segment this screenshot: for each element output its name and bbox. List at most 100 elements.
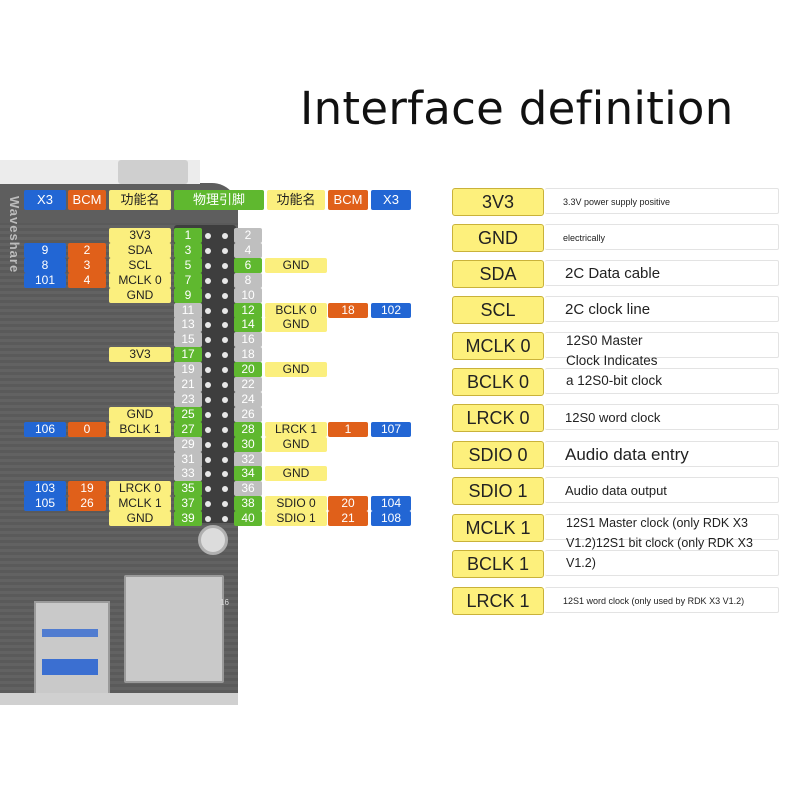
pin-function: 3V3 <box>109 228 171 243</box>
pin-function: LRCK 1 <box>265 421 327 437</box>
legend-signal-name: SDA <box>452 260 544 288</box>
pin-dot <box>222 262 228 269</box>
physical-pin: 17 <box>174 347 202 363</box>
brand-label: Waveshare <box>7 196 22 274</box>
legend-description: 2C clock line <box>545 296 779 322</box>
physical-pin: 36 <box>234 481 262 497</box>
legend-signal-name: MCLK 1 <box>452 514 544 542</box>
legend-signal-name: BCLK 0 <box>452 368 544 396</box>
physical-pin: 24 <box>234 391 262 407</box>
pin-dot <box>205 292 211 299</box>
pin-dot <box>205 247 211 254</box>
x3-number: 107 <box>371 421 411 437</box>
physical-pin: 28 <box>234 421 262 437</box>
x3-number: 8 <box>24 257 66 273</box>
pin-function: GND <box>265 436 327 452</box>
pin-dot <box>222 516 228 523</box>
pin-dot <box>222 486 228 493</box>
legend-signal-name: LRCK 1 <box>452 587 544 615</box>
physical-pin: 39 <box>174 511 202 527</box>
pin-dot <box>205 322 211 329</box>
bcm-number: 20 <box>328 496 368 512</box>
pin-dot <box>205 233 211 239</box>
physical-pin: 11 <box>174 302 202 318</box>
legend-description: Audio data entry <box>545 441 779 467</box>
pin-function: GND <box>265 317 327 333</box>
legend-signal-name: SDIO 1 <box>452 477 544 505</box>
x3-number: 104 <box>371 496 411 512</box>
physical-pin: 40 <box>234 511 262 527</box>
legend-description: Audio data output <box>545 477 779 503</box>
legend-description: 12S0 word clock <box>545 404 779 430</box>
legend-description <box>545 332 779 358</box>
legend-description: 3.3V power supply positive <box>545 188 779 214</box>
legend-description <box>545 514 779 540</box>
legend-signal-name: SCL <box>452 296 544 324</box>
pin-function: BCLK 1 <box>109 421 171 437</box>
pin-dot <box>222 277 228 284</box>
physical-pin: 16 <box>234 332 262 348</box>
pin-dot <box>205 501 211 508</box>
legend-description: 12S1 word clock (only used by RDK X3 V1.… <box>545 587 779 613</box>
pin-dot <box>205 441 211 448</box>
physical-pin: 35 <box>174 481 202 497</box>
bcm-number: 26 <box>68 496 106 512</box>
pin-dot <box>222 396 228 403</box>
physical-pin: 19 <box>174 362 202 378</box>
x3-number: 103 <box>24 481 66 497</box>
pin-dot <box>222 471 228 478</box>
physical-pin: 20 <box>234 362 262 378</box>
legend-signal-name: BCLK 1 <box>452 550 544 578</box>
page-title: Interface definition <box>300 82 734 135</box>
ethernet-port <box>124 575 224 683</box>
physical-pin: 6 <box>234 257 262 273</box>
pin-function: MCLK 0 <box>109 272 171 288</box>
physical-pin: 21 <box>174 377 202 392</box>
pin-function: SCL <box>109 257 171 273</box>
pin-function: GND <box>265 362 327 378</box>
pin-dot <box>222 411 228 418</box>
bcm-number: 4 <box>68 272 106 288</box>
legend-description: electrically <box>545 224 779 250</box>
pin-function: GND <box>265 257 327 273</box>
legend-signal-name: LRCK 0 <box>452 404 544 432</box>
bcm-number: 2 <box>68 242 106 258</box>
pin-function: LRCK 0 <box>109 481 171 497</box>
pin-dot <box>205 337 211 344</box>
x3-number: 9 <box>24 242 66 258</box>
physical-pin: 38 <box>234 496 262 512</box>
physical-pin: 9 <box>174 287 202 303</box>
physical-pin: 27 <box>174 421 202 437</box>
pin-dot <box>222 233 228 239</box>
x3-number: 101 <box>24 272 66 288</box>
header-x3-left: X3 <box>24 190 66 210</box>
header-bcm-left: BCM <box>68 190 106 210</box>
pin-dot <box>222 292 228 299</box>
mclk1-bclk1-note: 12S1 Master clock (only RDK X3 V1.2)12S1… <box>566 513 753 573</box>
pin-dot <box>205 352 211 359</box>
pin-dot <box>205 486 211 493</box>
pin-dot <box>205 277 211 284</box>
x3-number: 102 <box>371 302 411 318</box>
pin-dot <box>222 337 228 344</box>
x3-number: 108 <box>371 511 411 527</box>
physical-pin: 10 <box>234 287 262 303</box>
pin-function: MCLK 1 <box>109 496 171 512</box>
x3-number: 105 <box>24 496 66 512</box>
pin-dot <box>205 396 211 403</box>
pin-function: SDA <box>109 242 171 258</box>
pin-dot <box>205 411 211 418</box>
usb-blue-insert <box>42 659 98 675</box>
pin-dot <box>205 456 211 463</box>
pin-dot <box>222 367 228 374</box>
physical-pin: 2 <box>234 228 262 243</box>
header-x3-right: X3 <box>371 190 411 210</box>
pin-function: GND <box>109 287 171 303</box>
note-line: 12S0 Master <box>566 333 643 348</box>
physical-pin: 23 <box>174 391 202 407</box>
pin-dot <box>222 456 228 463</box>
pin-dot <box>222 247 228 254</box>
physical-pin: 4 <box>234 242 262 258</box>
note-line: Clock Indicates <box>566 353 658 368</box>
physical-pin: 31 <box>174 451 202 467</box>
